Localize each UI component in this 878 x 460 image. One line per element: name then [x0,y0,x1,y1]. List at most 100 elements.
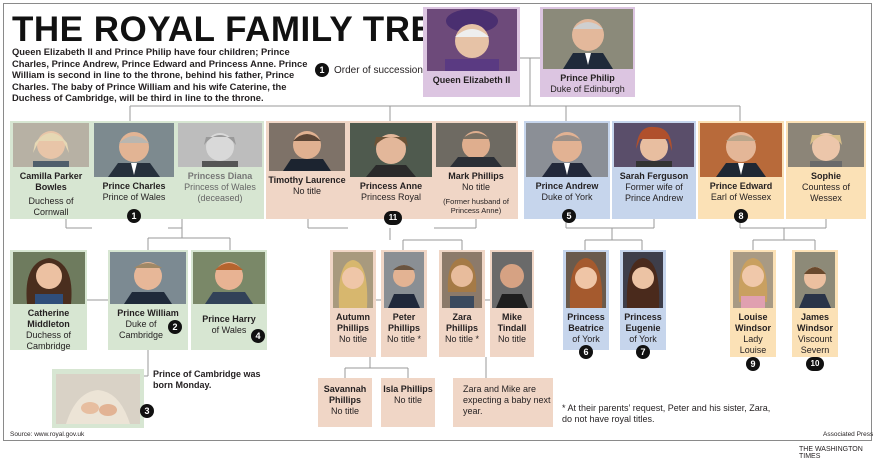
succession-badge-beatrice: 6 [579,345,593,359]
name-isla-phillips: Isla Phillips [383,384,433,394]
portrait-prince-charles [94,123,174,177]
name-james-windsor: James Windsor [797,312,833,333]
card-prince-william: Prince William Duke of Cambridge [108,250,188,350]
card-prince-edward: Prince Edward Earl of Wessex [698,121,784,219]
portrait-prince-harry [193,252,265,304]
card-prince-harry: Prince Harry of Wales [191,250,267,350]
succession-badge-baby: 3 [140,404,154,418]
card-catherine-middleton: Catherine Middleton Duchess of Cambridge [10,250,87,351]
name-princess-beatrice: Princess Beatrice [567,312,605,333]
portrait-prince-andrew [526,123,608,177]
portrait-princess-anne [350,123,432,177]
portrait-catherine-middleton [12,252,85,304]
portrait-prince-william [110,252,186,304]
name-princess-eugenie: Princess Eugenie [624,312,662,333]
name-autumn-phillips: Autumn Phillips [336,312,370,333]
title-james-windsor: Viscount Severn [797,334,833,355]
title-timothy-laurence: No title [292,186,321,196]
portrait-princess-eugenie [623,252,663,308]
title-prince-william: Duke of Cambridge [118,319,164,340]
title-mike-tindall: No title [497,334,526,344]
card-princess-anne: Princess Anne Princess Royal [348,121,434,219]
portrait-queen-elizabeth [426,9,517,71]
title-princess-eugenie: of York [629,334,657,344]
baby-caption: Prince of Cambridge was born Monday. [153,369,261,390]
card-prince-charles: Prince Charles Prince of Wales [92,121,176,219]
legend-label: Order of succession [334,64,423,76]
portrait-autumn-phillips [333,252,373,308]
title-autumn-phillips: No title [338,334,367,344]
name-mark-phillips: Mark Phillips [448,171,504,181]
asterisk-note: * At their parents’ request, Peter and h… [562,403,771,424]
name-prince-charles: Prince Charles [102,181,166,191]
name-prince-william: Prince William [117,308,179,318]
card-sophie: Sophie Countess of Wessex [786,121,866,219]
portrait-camilla [13,123,89,167]
name-princess-anne: Princess Anne [359,181,423,191]
portrait-timothy-laurence [269,123,345,171]
title-zara-phillips: No title * [444,334,479,344]
portrait-prince-edward [700,123,782,177]
title-camilla: Duchess of Cornwall [28,196,74,217]
note-zara-mike: Zara and Mike are expecting a baby next … [463,384,551,416]
portrait-princess-diana [178,123,262,167]
card-queen-elizabeth: Queen Elizabeth II [423,7,520,97]
succession-badge-charles: 1 [127,209,141,223]
title-prince-edward: Earl of Wessex [710,192,772,202]
card-prince-of-cambridge [52,369,144,428]
title-sarah-ferguson: Former wife of Prince Andrew [624,182,684,203]
portrait-prince-philip [542,9,633,69]
name-sarah-ferguson: Sarah Ferguson [619,171,689,181]
publisher-credit: THE WASHINGTON TIMES [799,446,863,460]
title-louise-windsor: Lady Louise [739,334,767,355]
succession-badge-edward: 8 [734,209,748,223]
name-princess-diana: Princess Diana [187,171,253,181]
intro-text: Queen Elizabeth II and Prince Philip hav… [12,46,308,104]
portrait-sophie [788,123,864,167]
note-mark-phillips: (Former husband of Princess Anne) [443,197,509,215]
title-sophie: Countess of Wessex [801,182,851,203]
title-princess-diana: Princess of Wales (deceased) [184,182,256,203]
name-louise-windsor: Louise Windsor [735,312,771,333]
name-queen-elizabeth: Queen Elizabeth II [432,75,511,85]
succession-badge-eugenie: 7 [636,345,650,359]
succession-badge-louise: 9 [746,357,760,371]
succession-badge-james: 10 [806,357,824,371]
page-title: THE ROYAL FAMILY TREE [12,10,459,49]
legend-number-badge: 1 [315,63,329,77]
legend: 1 Order of succession [315,63,423,77]
portrait-mike-tindall [492,252,532,308]
card-mark-phillips: Mark Phillips No title (Former husband o… [434,121,518,219]
name-savannah-phillips: Savannah Phillips [323,384,367,405]
title-princess-anne: Princess Royal [360,192,422,202]
succession-badge-anne: 11 [384,211,402,225]
title-princess-beatrice: of York [572,334,600,344]
card-prince-philip: Prince Philip Duke of Edinburgh [540,7,635,97]
title-savannah-phillips: No title [330,406,359,416]
portrait-prince-of-cambridge [56,374,140,424]
card-louise-windsor: Louise Windsor Lady Louise [730,250,776,357]
name-zara-phillips: Zara Phillips [445,312,478,333]
note-zara-mike-box: Zara and Mike are expecting a baby next … [453,378,553,427]
portrait-louise-windsor [733,252,773,308]
name-sophie: Sophie [810,171,841,181]
card-autumn-phillips: Autumn Phillips No title [330,250,376,357]
name-prince-harry: Prince Harry [202,314,256,324]
title-prince-harry: of Wales [211,325,247,335]
title-catherine-middleton: Duchess of Cambridge [25,330,72,351]
portrait-zara-phillips [442,252,482,308]
card-princess-beatrice: Princess Beatrice of York [563,250,609,350]
card-princess-diana: Princess Diana Princess of Wales (deceas… [176,121,264,219]
name-prince-edward: Prince Edward [709,181,773,191]
card-sarah-ferguson: Sarah Ferguson Former wife of Prince And… [612,121,696,219]
card-zara-phillips: Zara Phillips No title * [439,250,485,357]
name-timothy-laurence: Timothy Laurence [268,175,346,185]
portrait-princess-beatrice [566,252,606,308]
credit-note: Associated Press [823,431,874,438]
portrait-peter-phillips [384,252,424,308]
portrait-mark-phillips [436,123,516,167]
card-prince-andrew: Prince Andrew Duke of York [524,121,610,219]
title-isla-phillips: No title [393,395,422,405]
card-peter-phillips: Peter Phillips No title * [381,250,427,357]
